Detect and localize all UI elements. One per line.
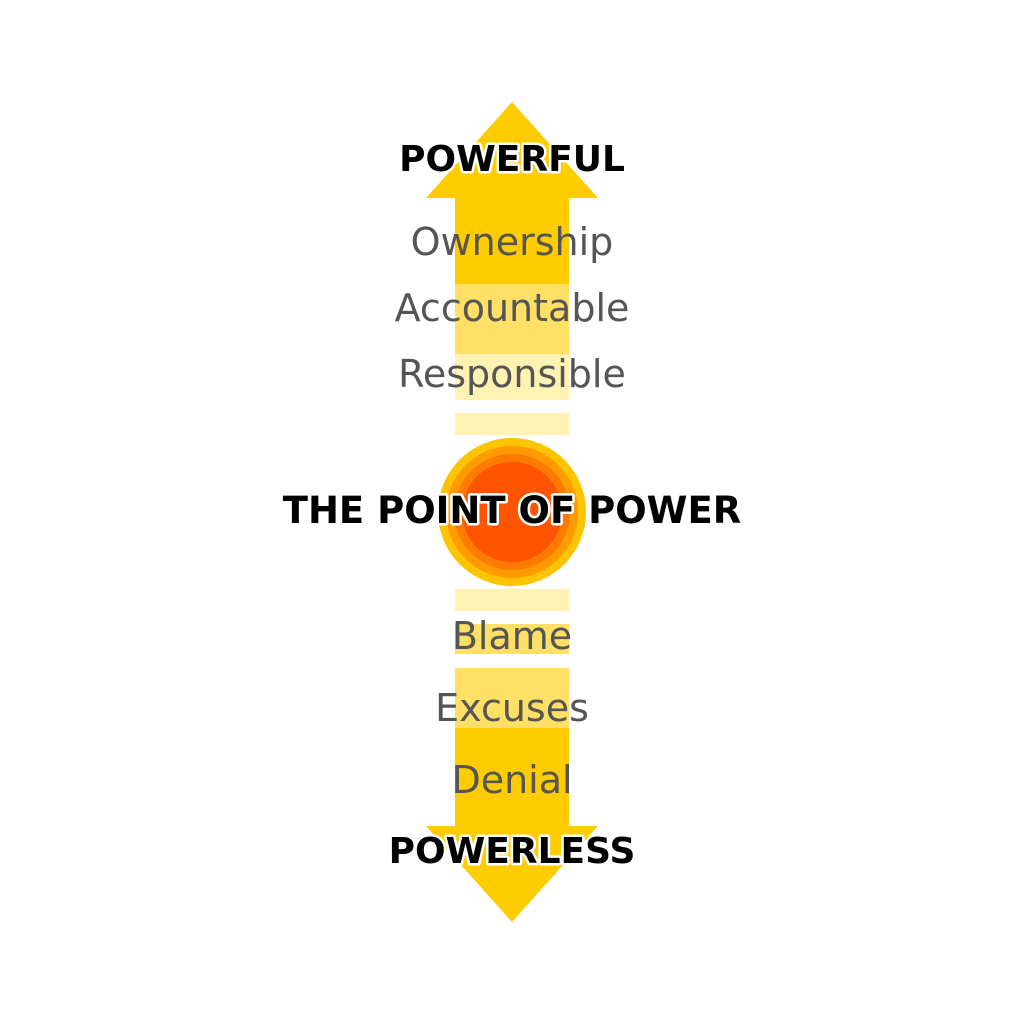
lower-arrow-shaft-mid — [455, 668, 569, 728]
lower-item-denial: Denial — [451, 758, 572, 802]
upper-item-ownership: Ownership — [411, 220, 614, 264]
lower-arrow — [426, 589, 598, 922]
upper-arrow-head — [426, 102, 598, 198]
upper-arrow-shaft-mid — [455, 284, 569, 354]
circle-core — [462, 462, 562, 562]
power-point-circle — [438, 438, 586, 586]
lower-item-excuses: Excuses — [435, 686, 589, 730]
center-label: THE POINT OF POWER — [283, 489, 742, 532]
lower-arrow-shaft-solid — [455, 728, 569, 826]
upper-item-responsible: Responsible — [398, 352, 626, 396]
upper-item-accountable: Accountable — [395, 286, 630, 330]
upper-arrow-shaft-solid — [455, 196, 569, 284]
lower-arrow-shaft-faint — [455, 589, 569, 611]
lower-arrow-shaft-light — [455, 624, 569, 654]
lower-arrow-head — [426, 826, 598, 922]
upper-arrow-shaft-faint — [455, 413, 569, 435]
upper-arrow — [426, 102, 598, 435]
upper-arrow-shaft-light — [455, 354, 569, 400]
bottom-label: POWERLESS — [389, 831, 636, 872]
top-label: POWERFUL — [399, 139, 625, 180]
lower-item-blame: Blame — [452, 614, 572, 658]
